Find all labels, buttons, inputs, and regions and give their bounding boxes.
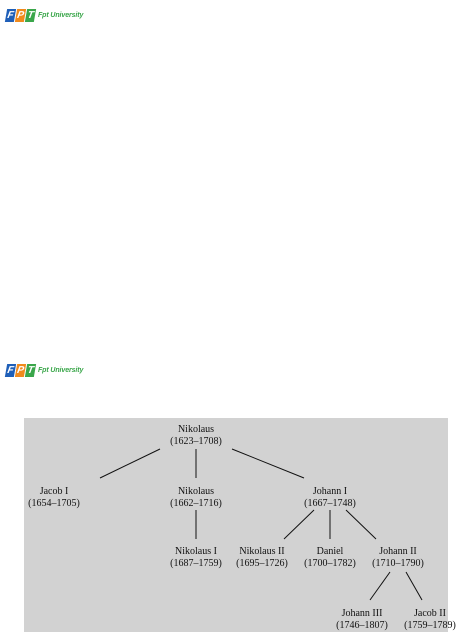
- tree-node-name: Johann I: [312, 486, 348, 497]
- tree-node: Daniel(1700–1782): [304, 546, 356, 570]
- tree-node: Nikolaus II(1695–1726): [236, 546, 288, 570]
- tree-node-name: Nikolaus: [177, 486, 215, 497]
- tree-edge: [283, 509, 315, 540]
- tree-connector-lines: [99, 448, 423, 601]
- tree-edge: [369, 571, 391, 601]
- tree-node: Johann II(1710–1790): [372, 546, 424, 570]
- tree-node-name: Nikolaus I: [175, 546, 217, 557]
- tree-node: Nikolaus I(1687–1759): [170, 546, 222, 570]
- logo-letter-t: T: [24, 363, 37, 377]
- logo-text: Fpt University: [38, 366, 84, 374]
- tree-node: Nikolaus(1662–1716): [170, 486, 222, 510]
- tree-node-years: (1662–1716): [170, 498, 222, 509]
- tree-edge: [99, 448, 161, 479]
- tree-node-name: Johann III: [341, 608, 383, 619]
- tree-node: Jacob I(1654–1705): [28, 486, 80, 510]
- tree-node-years: (1695–1726): [236, 558, 288, 569]
- logo-text: Fpt University: [38, 11, 84, 19]
- tree-node: Johann I(1667–1748): [304, 486, 356, 510]
- fpt-university-logo: F P T Fpt University: [4, 5, 84, 25]
- tree-node-years: (1687–1759): [170, 558, 222, 569]
- tree-node-years: (1759–1789): [404, 620, 456, 631]
- tree-edge: [405, 571, 423, 601]
- tree-edge: [231, 448, 305, 479]
- fpt-logo-tiles: F P T: [4, 8, 37, 22]
- tree-node-years: (1667–1748): [304, 498, 356, 509]
- tree-node-years: (1700–1782): [304, 558, 356, 569]
- logo-letter-t: T: [24, 8, 37, 22]
- fpt-university-logo-second: F P T Fpt University: [4, 360, 84, 380]
- tree-node-years: (1710–1790): [372, 558, 424, 569]
- tree-node-name: Daniel: [316, 546, 344, 557]
- tree-node: Johann III(1746–1807): [336, 608, 388, 632]
- tree-node-name: Nikolaus II: [239, 546, 285, 557]
- tree-node-name: Johann II: [379, 546, 417, 557]
- tree-node: Nikolaus(1623–1708): [170, 424, 222, 448]
- bernoulli-family-tree: Nikolaus(1623–1708)Jacob I(1654–1705)Nik…: [24, 418, 456, 632]
- fpt-logo-tiles: F P T: [4, 363, 37, 377]
- tree-node: Jacob II(1759–1789): [404, 608, 456, 632]
- tree-node-years: (1654–1705): [28, 498, 80, 509]
- tree-node-years: (1623–1708): [170, 436, 222, 447]
- tree-node-name: Jacob I: [39, 486, 69, 497]
- tree-node-years: (1746–1807): [336, 620, 388, 631]
- tree-edge: [345, 509, 377, 540]
- tree-node-name: Nikolaus: [177, 424, 215, 435]
- tree-node-name: Jacob II: [414, 608, 446, 619]
